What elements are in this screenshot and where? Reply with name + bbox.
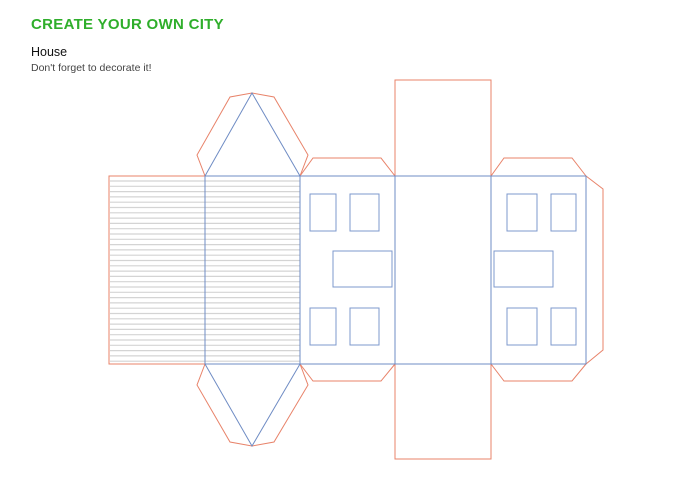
cut-lines (108, 79, 604, 460)
window (309, 307, 337, 346)
windows (309, 193, 577, 346)
wall-back-panel (490, 175, 587, 365)
wall-bottom-tab-right (490, 363, 587, 382)
gable-bottom-tab (196, 363, 309, 447)
wall-bottom-tab-left (299, 363, 396, 382)
window-wide (493, 250, 554, 288)
bottom-flap (394, 364, 492, 460)
window (349, 307, 380, 346)
window (506, 193, 538, 232)
template-description: Don't forget to decorate it! (31, 62, 152, 74)
gable-bottom-fold (204, 363, 301, 447)
window (506, 307, 538, 346)
fold-lines (204, 91, 587, 447)
window-wide (332, 250, 393, 288)
gable-top-tab (196, 92, 309, 177)
wall-top-tab-right (490, 157, 587, 177)
wall-top-tab-left (299, 157, 396, 177)
gable-top-fold (204, 91, 301, 177)
window (550, 193, 577, 232)
wall-side-panel (394, 175, 492, 365)
window (309, 193, 337, 232)
roof-right-panel (204, 175, 301, 365)
template-name: House (31, 45, 68, 59)
wall-front-panel (299, 175, 396, 365)
page-title: CREATE YOUR OWN CITY (31, 16, 224, 33)
side-glue-tab (585, 175, 604, 365)
top-flap (394, 79, 492, 176)
window (349, 193, 380, 232)
roof-left-outline (108, 175, 205, 365)
window (550, 307, 577, 346)
